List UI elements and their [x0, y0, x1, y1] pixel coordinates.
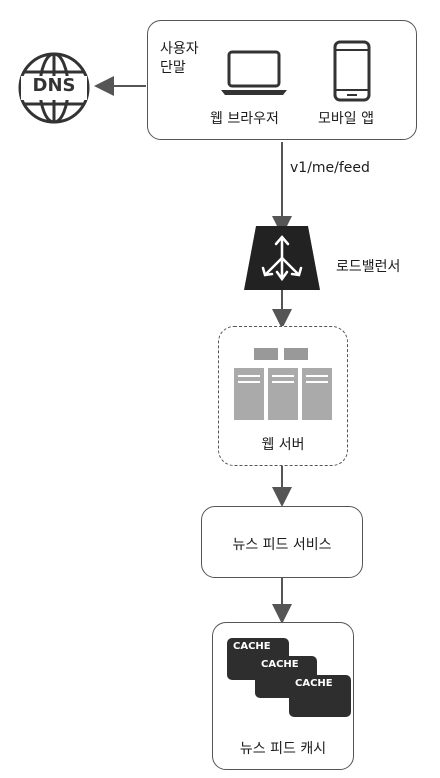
web-server-label: 웹 서버 [261, 437, 305, 453]
news-feed-service-label: 뉴스 피드 서비스 [232, 537, 332, 553]
client-box [147, 20, 417, 140]
dns-label: DNS [32, 75, 76, 96]
dns-globe-icon [18, 52, 90, 124]
news-feed-cache-label: 뉴스 피드 캐시 [239, 741, 327, 757]
load-balancer-label: 로드밸런서 [336, 259, 401, 275]
mobile-phone-icon [333, 40, 371, 102]
mobile-app-label: 모바일 앱 [318, 111, 374, 127]
laptop-icon [221, 50, 287, 95]
server-rack-icon [234, 348, 332, 420]
news-feed-service-box [201, 506, 363, 578]
client-title: 사용자 단말 [160, 41, 199, 76]
load-balancer-icon [244, 226, 320, 290]
web-browser-label: 웹 브라우저 [210, 111, 279, 127]
cache-card-3: CACHE [289, 675, 351, 717]
request-path-label: v1/me/feed [290, 160, 370, 176]
